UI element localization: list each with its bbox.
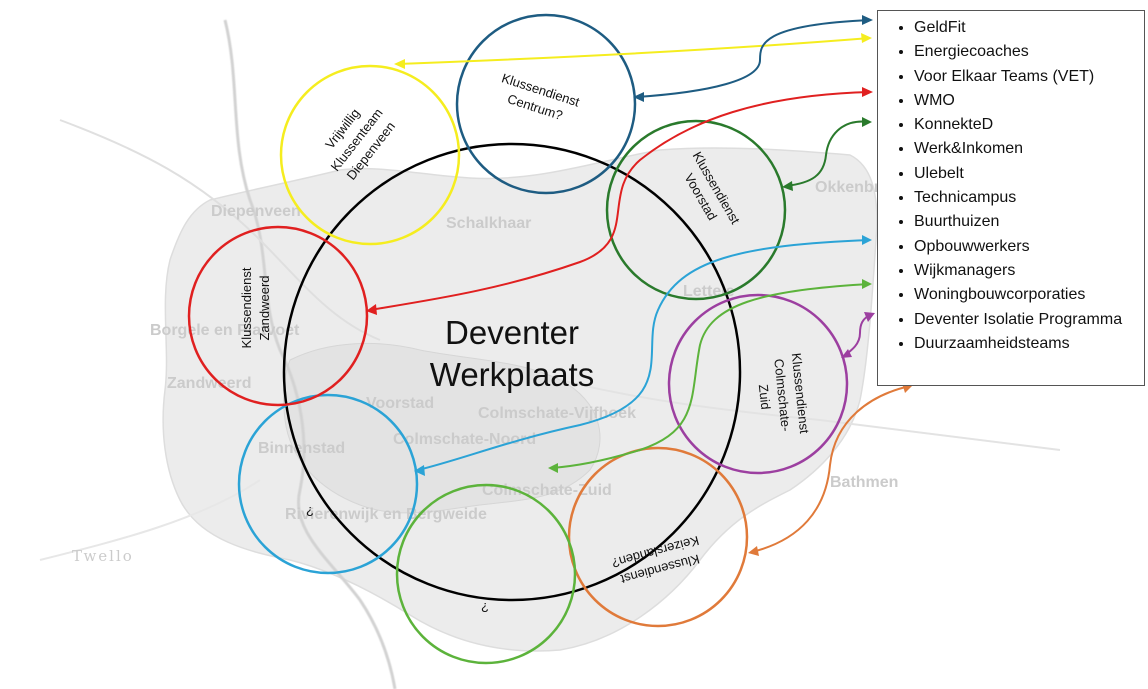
arrowhead [548, 463, 558, 473]
arrowhead [862, 15, 873, 25]
map-label-bathmen: Bathmen [830, 474, 898, 491]
connector-arrows [366, 15, 913, 556]
partner-list-item: Deventer Isolatie Programma [914, 308, 1136, 332]
district-circle-binnenstad [237, 393, 419, 575]
road [59, 119, 381, 341]
center-title-line-1: Deventer [445, 314, 579, 351]
road [559, 379, 1061, 451]
district-label-line: Zuid [756, 384, 774, 411]
arrow-binnenstad [417, 239, 871, 471]
partner-list: GeldFitEnergiecoachesVoor Elkaar Teams (… [878, 16, 1136, 356]
center-title-line-2: Werkplaats [430, 356, 594, 393]
partner-list-item: Energiecoaches [914, 40, 1136, 64]
partner-list-item: GeldFit [914, 16, 1136, 40]
partner-list-item: Werk&Inkomen [914, 137, 1136, 161]
river [223, 19, 397, 689]
district-circle-zandweerd [187, 225, 369, 407]
arrow-keizerslanden [751, 385, 911, 553]
arrowhead [862, 87, 873, 97]
map-label-twello: Twello [72, 547, 134, 565]
partner-list-item: Wijkmanagers [914, 259, 1136, 283]
map-label-diepenveen: Diepenveen [211, 203, 301, 220]
arrowhead [366, 304, 377, 315]
district-label-line: ¿ [306, 502, 314, 517]
district-circle-centrum [455, 13, 637, 195]
map-label-colmschate-noord: Colmschate-Noord [393, 431, 536, 448]
district-label-line: Zandweerd [257, 275, 272, 340]
arrow-diepenveen [397, 37, 871, 65]
district-centrum: Klussendienst Centrum? [455, 13, 637, 195]
arrowhead [782, 181, 793, 191]
partner-list-item: Ulebelt [914, 162, 1136, 186]
arrowhead [861, 33, 872, 43]
arrowhead [414, 465, 425, 476]
arrowhead [862, 279, 872, 289]
map-label-binnenstad: Binnenstad [258, 440, 345, 457]
district-zandweerd: Klussendienst Zandweerd [187, 225, 369, 407]
map-label-schalkhaar: Schalkhaar [446, 215, 531, 232]
district-circle-keizerslanden [567, 446, 749, 628]
arrowhead [862, 235, 872, 245]
arrow-centrum [636, 19, 871, 98]
district-circle-diepenveen [279, 64, 461, 246]
partner-list-box: GeldFitEnergiecoachesVoor Elkaar Teams (… [877, 10, 1145, 386]
arrowhead [862, 117, 872, 127]
map-label-colmschate-zuid: Colmschate-Zuid [482, 482, 612, 499]
map-label-rivierenwijk: Rivierenwijk en Bergweide [285, 506, 487, 523]
arrowhead [841, 349, 852, 358]
arrow-voorstad [785, 120, 871, 187]
arrowhead [748, 546, 759, 556]
partner-list-item: Woningbouwcorporaties [914, 283, 1136, 307]
partner-list-item: WMO [914, 89, 1136, 113]
arrow-colmschate [843, 313, 873, 357]
district-label-line: Klussendienst [239, 267, 254, 348]
arrowhead [394, 59, 405, 69]
partner-list-item: KonnekteD [914, 113, 1136, 137]
center-circle [282, 142, 742, 602]
partner-list-item: Duurzaamheidsteams [914, 332, 1136, 356]
map-label-zandweerd: Zandweerd [167, 375, 251, 392]
road [39, 479, 261, 561]
arrowhead [633, 92, 644, 102]
partner-list-item: Technicampus [914, 186, 1136, 210]
arrow-south [551, 283, 871, 469]
partner-list-item: Buurthuizen [914, 210, 1136, 234]
district-circle-colmschate [667, 293, 849, 475]
partner-list-item: Voor Elkaar Teams (VET) [914, 65, 1136, 89]
district-circle-voorstad [605, 119, 787, 301]
district-binnenstad: ¿ [237, 393, 419, 575]
map-label-borgele: Borgele en Platvoet [150, 322, 300, 339]
partner-list-item: Opbouwwerkers [914, 235, 1136, 259]
district-label-line: ¿ [481, 598, 489, 613]
arrow-zandweerd [369, 91, 871, 311]
district-circle-south [395, 483, 577, 665]
arrowhead [864, 312, 875, 322]
district-south: ¿ [395, 483, 577, 665]
map-label-vijfhoek: Colmschate-Vijfhoek [478, 405, 636, 422]
map-label-voorstad: Voorstad [366, 395, 434, 412]
